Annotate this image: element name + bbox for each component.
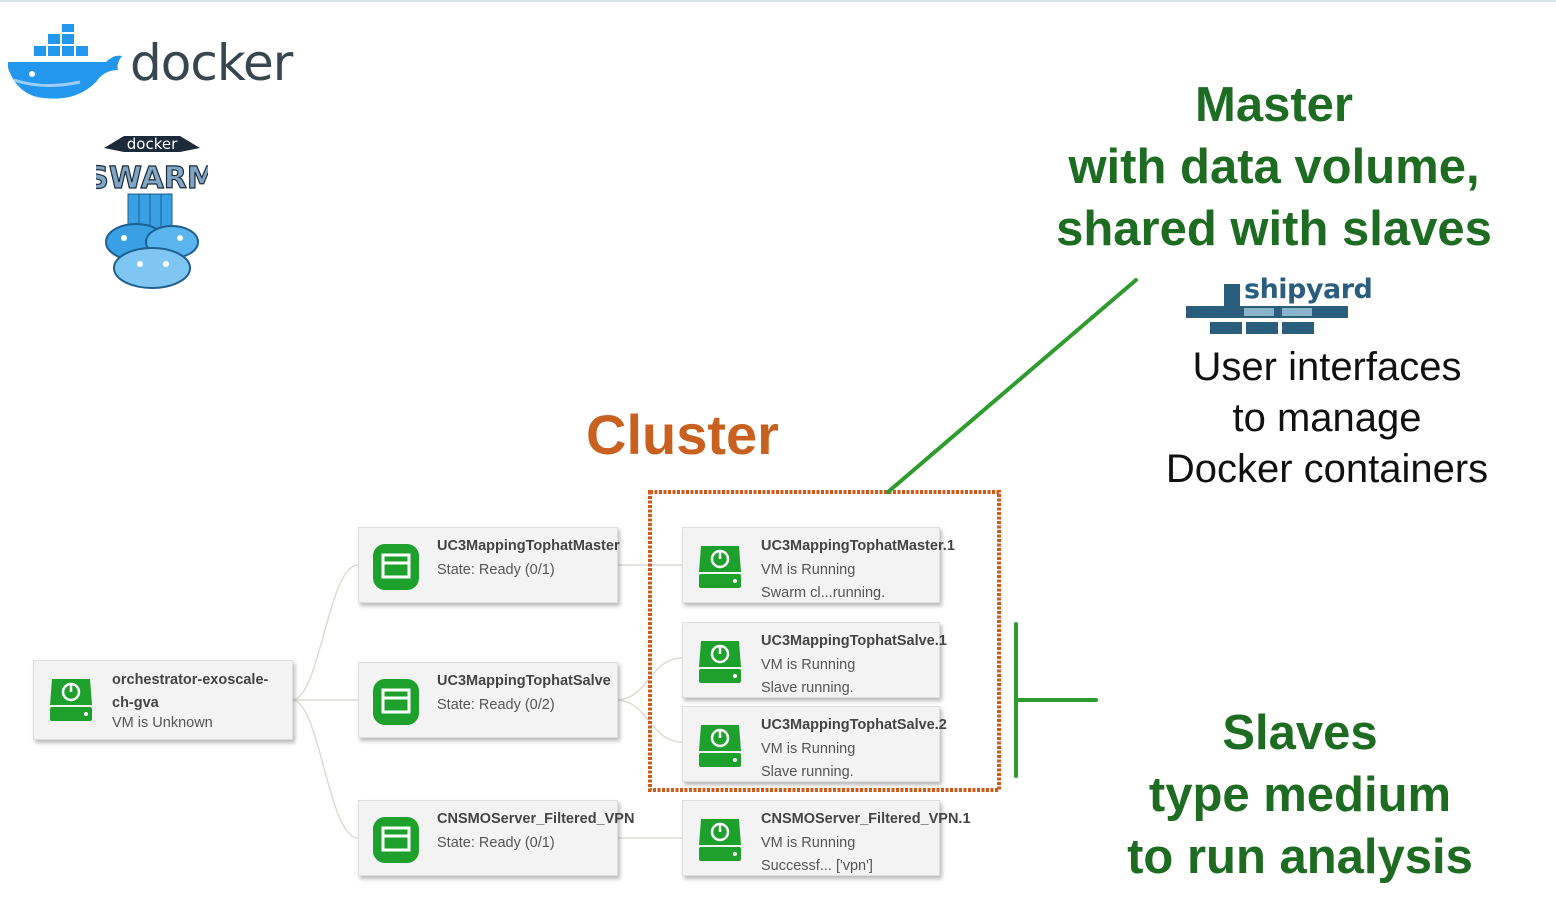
power-drive-icon [50, 679, 92, 721]
instance-node-detail: Slave running. [761, 764, 854, 780]
shipyard-blocks-icon [1186, 284, 1348, 334]
docker-whale-icon [8, 24, 122, 99]
group-node-title: UC3MappingTophatSalve [437, 673, 611, 689]
instance-node-vm-status: VM is Running [761, 657, 856, 673]
ui-line-1: User interfaces [1192, 345, 1462, 389]
app-window-icon [373, 817, 419, 863]
master-annotation: Master with data volume, shared with sla… [1030, 74, 1518, 260]
slaves-line-3: to run analysis [1127, 830, 1473, 884]
swarm-text: SWARM [96, 161, 208, 196]
app-window-icon [373, 679, 419, 725]
instance-node-detail: Slave running. [761, 680, 854, 696]
instance-node-salve-2[interactable]: UC3MappingTophatSalve.2 VM is Running Sl… [682, 706, 947, 782]
power-drive-icon [699, 546, 741, 588]
instance-node-title: UC3MappingTophatMaster.1 [761, 538, 955, 554]
docker-swarm-logo-icon: docker SWARM [96, 135, 208, 289]
root-title-line-2: ch-gva [112, 695, 159, 711]
group-node-title: UC3MappingTophatMaster [437, 538, 620, 554]
group-node-salve[interactable]: UC3MappingTophatSalve State: Ready (0/2) [358, 662, 618, 738]
master-line-1: Master [1195, 78, 1353, 132]
top-divider [0, 0, 1556, 2]
connector-root-vpn [291, 699, 359, 839]
instance-node-vm-status: VM is Running [761, 741, 856, 757]
instance-node-vpn-1[interactable]: CNSMOServer_Filtered_VPN.1 VM is Running… [682, 800, 971, 876]
ui-line-2: to manage [1232, 396, 1422, 440]
master-pointer-line [886, 278, 1138, 494]
slaves-line-1: Slaves [1222, 706, 1378, 760]
docker-wordmark: docker [130, 34, 293, 92]
shipyard-wordmark: shipyard [1244, 274, 1373, 305]
instance-node-title: UC3MappingTophatSalve.1 [761, 633, 947, 649]
group-node-state: State: Ready (0/2) [437, 697, 555, 713]
group-node-title: CNSMOServer_Filtered_VPN [437, 811, 635, 827]
cluster-label: Cluster [586, 403, 779, 466]
slaves-line-2: type medium [1148, 768, 1452, 822]
instance-node-title: CNSMOServer_Filtered_VPN.1 [761, 811, 971, 827]
connector-salve-instance-1 [615, 657, 683, 701]
connector-root-master [291, 564, 359, 701]
master-line-2: with data volume, [1068, 140, 1480, 194]
app-window-icon [373, 544, 419, 590]
connector-salve-instance-2 [615, 699, 683, 743]
root-node[interactable]: orchestrator-exoscale- ch-gva VM is Unkn… [33, 660, 293, 740]
instance-node-detail: Successf... ['vpn'] [761, 858, 873, 874]
group-node-vpn[interactable]: CNSMOServer_Filtered_VPN State: Ready (0… [358, 800, 634, 876]
instance-node-detail: Swarm cl...running. [761, 585, 886, 601]
user-interfaces-caption: User interfaces to manage Docker contain… [1140, 342, 1514, 495]
group-node-state: State: Ready (0/1) [437, 835, 555, 851]
root-title-line-1: orchestrator-exoscale- [112, 672, 269, 688]
instance-node-vm-status: VM is Running [761, 835, 856, 851]
swarm-docker-text: docker [127, 135, 178, 153]
instance-node-salve-1[interactable]: UC3MappingTophatSalve.1 VM is Running Sl… [682, 622, 947, 698]
root-node-title: orchestrator-exoscale- ch-gva [112, 669, 268, 715]
power-drive-icon [699, 641, 741, 683]
slaves-annotation: Slaves type medium to run analysis [1080, 702, 1520, 888]
root-node-status: VM is Unknown [112, 715, 213, 731]
instance-node-vm-status: VM is Running [761, 562, 856, 578]
power-drive-icon [699, 725, 741, 767]
instance-node-title: UC3MappingTophatSalve.2 [761, 717, 947, 733]
group-node-state: State: Ready (0/1) [437, 562, 555, 578]
power-drive-icon [699, 819, 741, 861]
instance-node-master-1[interactable]: UC3MappingTophatMaster.1 VM is Running S… [682, 527, 955, 603]
group-node-master[interactable]: UC3MappingTophatMaster State: Ready (0/1… [358, 527, 620, 603]
master-line-3: shared with slaves [1056, 202, 1492, 256]
ui-line-3: Docker containers [1165, 447, 1489, 491]
